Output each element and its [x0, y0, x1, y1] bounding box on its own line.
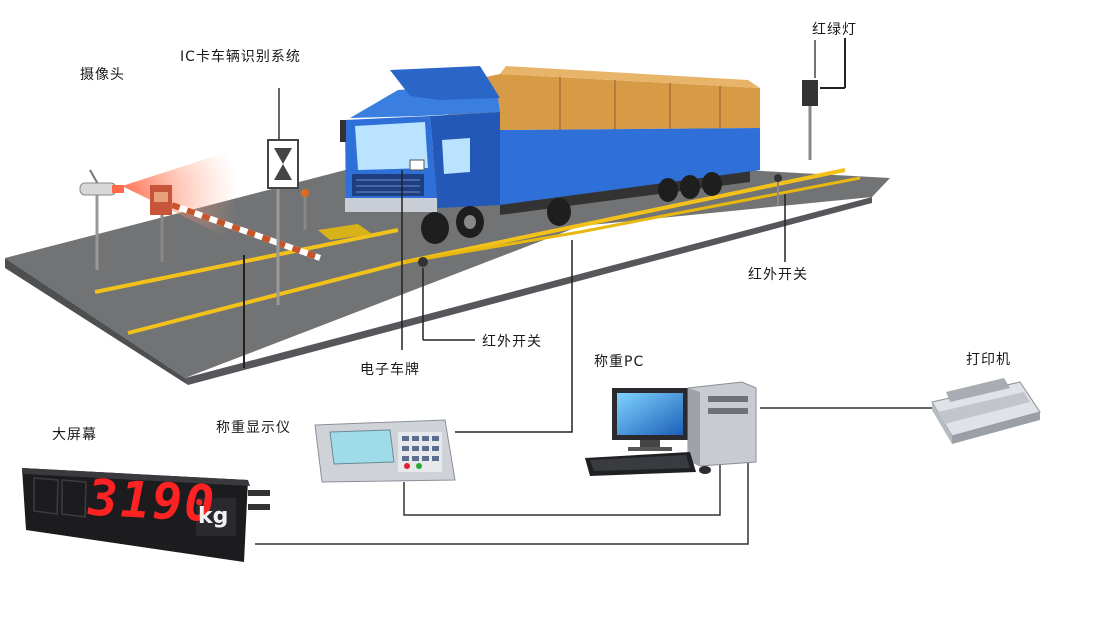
- led-display-icon: [22, 468, 270, 562]
- sign-board-icon: [267, 88, 299, 305]
- connection-cables: [255, 407, 940, 545]
- label-ir-switch-right: 红外开关: [748, 267, 808, 283]
- ir-switch-mid-sensor: [418, 257, 475, 341]
- barrier-gate-icon: [150, 185, 322, 262]
- weighing-indicator-icon: [314, 419, 456, 483]
- computer-icon: [585, 381, 757, 476]
- truck-icon: [340, 66, 760, 244]
- ir-switch-right-sensor: [774, 174, 786, 262]
- label-ic-system: IC卡车辆识别系统: [180, 49, 301, 65]
- ir-sensor-icon: [301, 189, 309, 230]
- label-indicator: 称重显示仪: [216, 420, 291, 436]
- traffic-light-icon: [802, 38, 846, 160]
- scale-cable: [455, 240, 573, 433]
- label-printer: 打印机: [966, 352, 1011, 368]
- label-e-tag: 电子车牌: [360, 362, 420, 378]
- label-weighing-pc: 称重PC: [594, 354, 645, 370]
- label-ir-switch-mid: 红外开关: [482, 334, 542, 350]
- printer-icon: [931, 378, 1041, 444]
- label-camera: 摄像头: [80, 67, 125, 83]
- display-unit: kg: [198, 504, 229, 529]
- label-traffic-light: 红绿灯: [812, 22, 857, 38]
- label-big-screen: 大屏幕: [52, 427, 97, 443]
